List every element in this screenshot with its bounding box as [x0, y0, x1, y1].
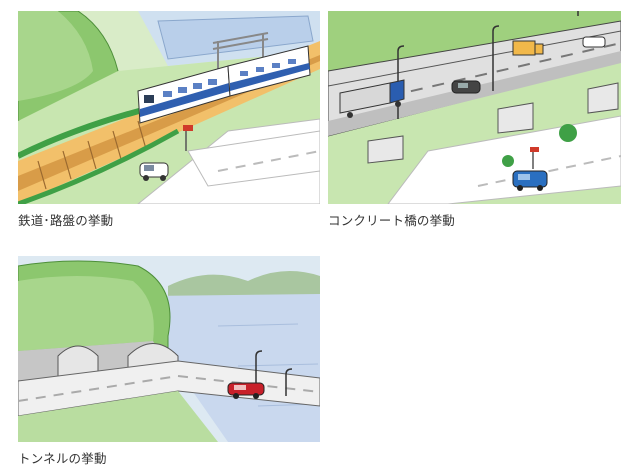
- concrete-bridge-illustration: [328, 11, 621, 204]
- caption-railway: 鉄道･路盤の挙動: [18, 213, 114, 228]
- tunnel-illustration: [18, 256, 320, 442]
- panel-concrete-bridge: [328, 11, 621, 204]
- railway-illustration: [18, 11, 320, 204]
- panel-tunnel: [18, 256, 320, 442]
- panel-railway: [18, 11, 320, 204]
- caption-tunnel: トンネルの挙動: [18, 451, 107, 466]
- caption-concrete-bridge: コンクリート橋の挙動: [328, 213, 456, 228]
